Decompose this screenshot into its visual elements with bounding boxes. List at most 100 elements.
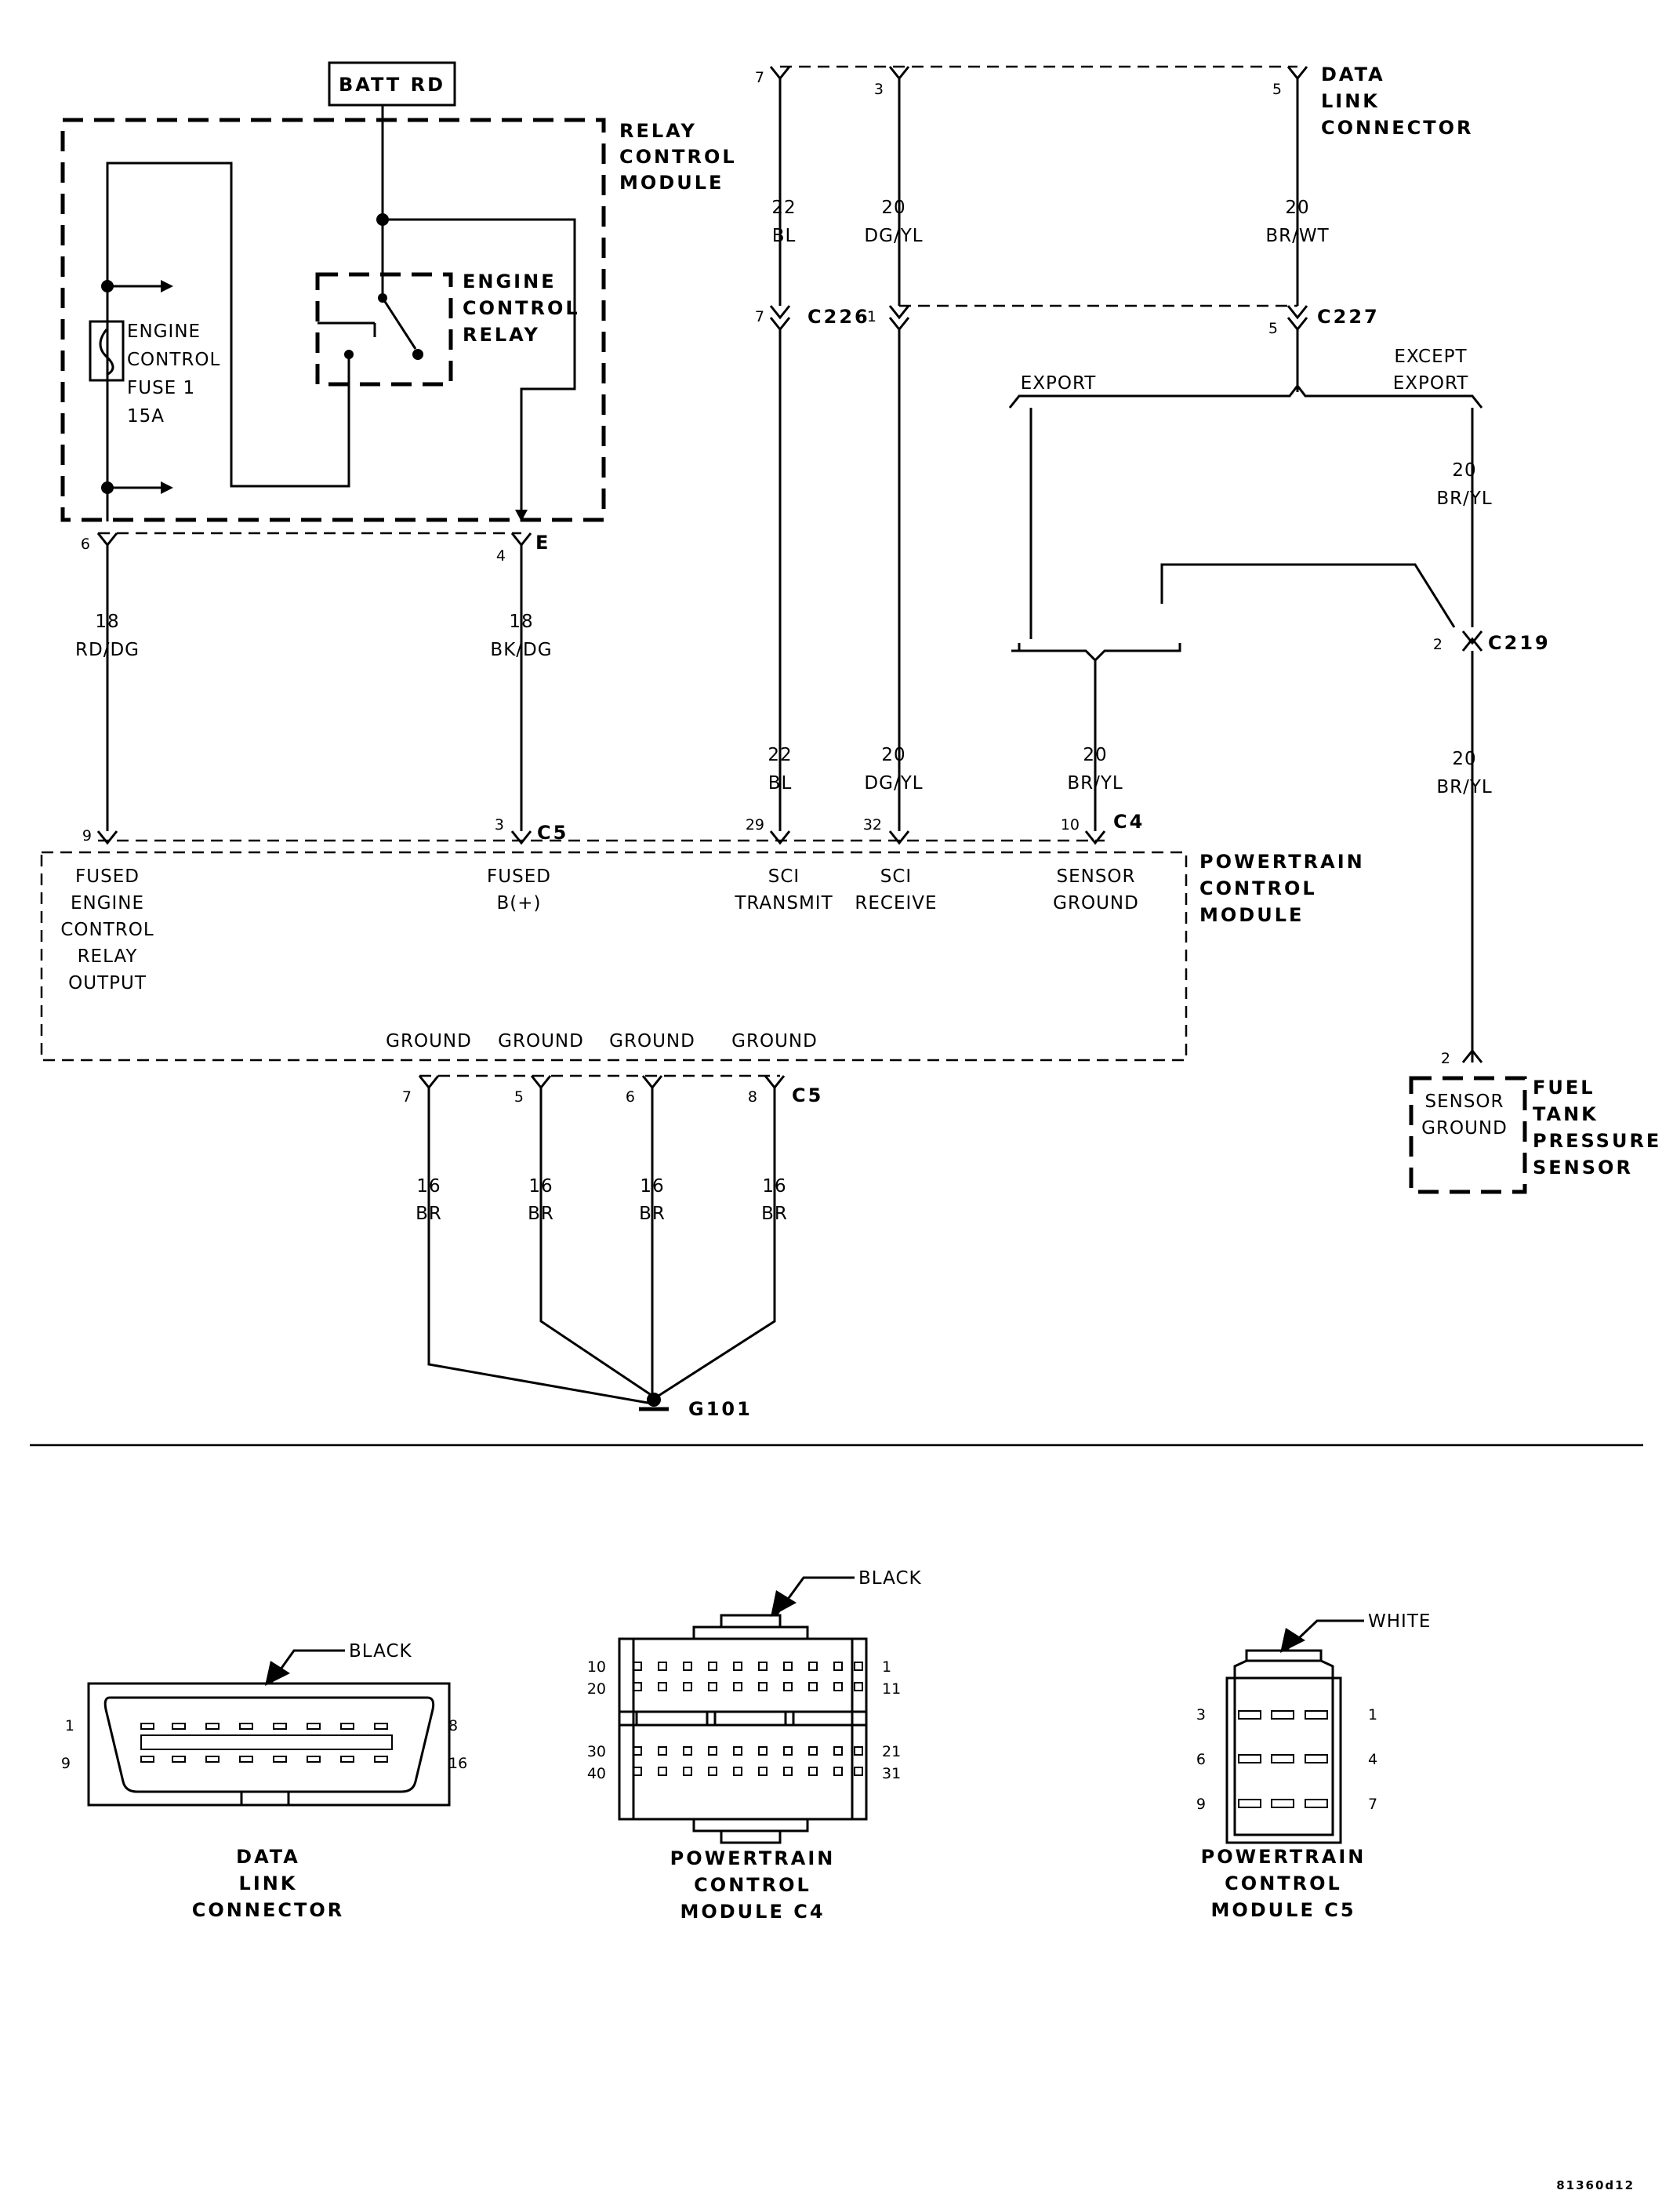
pcm-label-2: CONTROL (1199, 877, 1317, 899)
c5-color: WHITE (1368, 1611, 1431, 1632)
gnd-w2-gauge: 16 (528, 1176, 553, 1197)
pcm-pin-relay-out-5: OUTPUT (68, 973, 147, 993)
pcm-pin-32: 32 (863, 816, 882, 834)
dlc-label-3: CONNECTOR (1321, 117, 1473, 139)
wire-dlc5-gauge: 20 (1285, 198, 1309, 218)
rcm-label-1: RELAY (619, 120, 697, 142)
pcm-c5-connector-view: WHITE 3 6 9 1 4 7 POWERTRAIN CONTROL MOD… (1196, 1611, 1431, 1921)
gnd-w4-color: BR (761, 1204, 788, 1224)
gnd-w3-color: BR (639, 1204, 666, 1224)
fuse-label-1: ENGINE (127, 321, 201, 342)
pcm-pin-29: 29 (746, 816, 764, 834)
export-option-split: EXPORT EXCEPT EXPORT 20 BR/YL 2 C219 20 … (1008, 347, 1551, 1062)
data-link-connector-top: 7 3 5 DATA LINK CONNECTOR 22 BL 20 DG/YL… (755, 64, 1473, 306)
option-except-1: EXCEPT (1394, 347, 1467, 367)
c5-view-pin-6: 6 (1196, 1751, 1206, 1768)
connector-c219: C219 (1488, 632, 1551, 654)
c5-view-pin-3: 3 (1196, 1706, 1206, 1723)
pcm-pin-sci-rx-2: RECEIVE (855, 893, 937, 913)
dlc-view-pin-8: 8 (448, 1717, 458, 1734)
wire-dlc7-color: BL (772, 226, 797, 246)
figure-id: 81360d12 (1556, 2178, 1635, 2192)
ground-splice (647, 1393, 661, 1407)
c4-color: BLACK (858, 1568, 922, 1589)
c4-title-2: CONTROL (694, 1874, 811, 1896)
gnd-w4-gauge: 16 (762, 1176, 786, 1197)
pcm-ground-2: GROUND (498, 1031, 584, 1052)
c5-view-pin-1: 1 (1368, 1706, 1377, 1723)
dlc-title-1: DATA (236, 1846, 300, 1868)
pcm-wire-labels: 22 BL 20 DG/YL 20 BR/YL (768, 745, 1123, 794)
batt-rd-label: BATT RD (339, 74, 445, 96)
c4-title-1: POWERTRAIN (670, 1847, 836, 1869)
pcm-pin-fused-b-2: B(+) (497, 893, 542, 913)
ftps-label-4: SENSOR (1533, 1157, 1633, 1179)
c5-view-pin-7: 7 (1368, 1796, 1377, 1813)
wire-sens-gnd-gauge: 20 (1083, 745, 1107, 765)
relay-label-1: ENGINE (463, 271, 557, 292)
pcm-pin-sci-rx-1: SCI (880, 866, 912, 887)
pcm-pin-9: 9 (82, 827, 92, 844)
powertrain-control-module: POWERTRAIN CONTROL MODULE FUSED ENGINE C… (40, 851, 1365, 1062)
wire-rcm4-gauge: 18 (509, 612, 533, 632)
connector-e: E (535, 532, 550, 554)
wire-except-color: BR/YL (1436, 489, 1492, 509)
dlc-title-3: CONNECTOR (192, 1899, 344, 1921)
ftps-label-3: PRESSURE (1533, 1130, 1661, 1152)
option-export: EXPORT (1021, 373, 1097, 394)
pin-6: 6 (81, 536, 90, 553)
pcm-pin-sci-tx-1: SCI (768, 866, 800, 887)
fuse-label-3: FUSE 1 (127, 378, 195, 398)
c4-view-pin-1: 1 (882, 1658, 891, 1676)
gnd-w3-gauge: 16 (640, 1176, 664, 1197)
pcm-pin-relay-out-2: ENGINE (71, 893, 144, 913)
fuse-label-4: 15A (127, 406, 165, 427)
pcm-label-1: POWERTRAIN (1199, 851, 1365, 873)
pcm-pin-relay-out-4: RELAY (78, 946, 138, 967)
rcm-label-3: MODULE (619, 172, 724, 194)
wire-ftps-color: BR/YL (1436, 777, 1492, 797)
connector-c227: C227 (1317, 306, 1380, 328)
wire-rcm6-gauge: 18 (95, 612, 119, 632)
c4-view-pin-40: 40 (587, 1765, 606, 1782)
wire-sci-rx-color: DG/YL (864, 773, 923, 794)
pcm-pin-relay-out-3: CONTROL (60, 920, 154, 940)
gnd-pin-7: 7 (402, 1088, 412, 1106)
gnd-pin-5: 5 (514, 1088, 524, 1106)
pcm-pin-sci-tx-2: TRANSMIT (734, 893, 833, 913)
wire-dlc3-gauge: 20 (881, 198, 905, 218)
ground-g101: G101 (688, 1398, 753, 1420)
ground-circuit: 7 5 6 8 C5 16 BR 16 BR 16 BR 16 BR G101 (402, 1074, 821, 1420)
wire-dlc3-color: DG/YL (864, 226, 923, 246)
batt-rd-source: BATT RD (328, 61, 456, 107)
dlc-view-pin-9: 9 (61, 1755, 71, 1772)
pcm-ground-3: GROUND (609, 1031, 695, 1052)
connector-c5-top: C5 (537, 822, 568, 844)
c5-title-3: MODULE C5 (1210, 1899, 1355, 1921)
dlc-view-pin-1: 1 (65, 1717, 74, 1734)
wire-sci-tx-color: BL (768, 773, 793, 794)
ftps-pin-2: 2 (1441, 1050, 1450, 1067)
c227-pin-5: 5 (1268, 320, 1278, 337)
relay-label-3: RELAY (463, 324, 540, 346)
pcm-c4-connector-view: BLACK 10 20 1 11 30 40 21 31 POWERTRAIN … (587, 1568, 922, 1923)
dlc-pin-3: 3 (874, 81, 884, 98)
c5-view-pin-9: 9 (1196, 1796, 1206, 1813)
gnd-pin-8: 8 (748, 1088, 757, 1106)
pcm-pin-sens-gnd-1: SENSOR (1056, 866, 1135, 887)
gnd-w1-gauge: 16 (416, 1176, 441, 1197)
wire-ftps-gauge: 20 (1452, 749, 1476, 769)
wire-sens-gnd-color: BR/YL (1067, 773, 1123, 794)
pcm-pin-3: 3 (495, 816, 504, 834)
pcm-connectors-top: 9 3 C5 29 32 10 C4 (82, 811, 1142, 845)
wire-sci-rx-gauge: 20 (881, 745, 905, 765)
dlc-connector-view: BLACK 1 8 9 16 DATA LINK CONNECTOR (61, 1641, 467, 1921)
relay-control-module: RELAY CONTROL MODULE ENGINE CONTROL RELA… (60, 105, 735, 522)
dlc-pin-5: 5 (1272, 81, 1282, 98)
c4-view-pin-11: 11 (882, 1680, 901, 1698)
wire-rcm4-color: BK/DG (490, 640, 552, 660)
rcm-connectors: 6 4 E 18 RD/DG 18 BK/DG (75, 532, 552, 831)
connector-c226: C226 (807, 306, 870, 328)
pcm-ground-1: GROUND (386, 1031, 472, 1052)
